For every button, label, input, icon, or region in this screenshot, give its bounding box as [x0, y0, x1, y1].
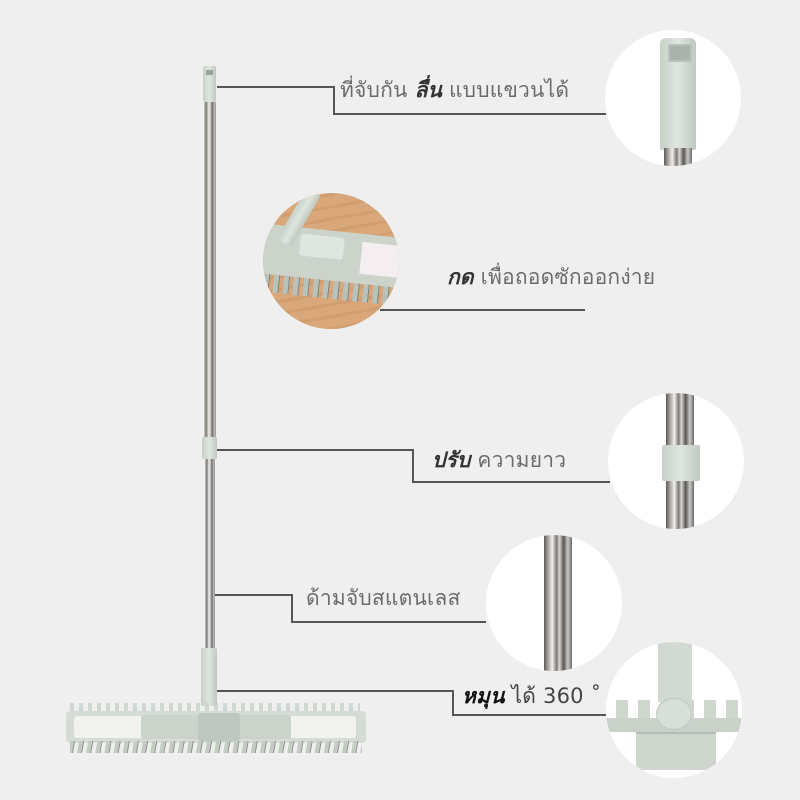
lower-pole	[205, 459, 215, 649]
feature-label-release: กด เพื่อถอดซักออกง่าย	[447, 267, 655, 288]
detail-circle-adjust-joint	[608, 393, 744, 529]
detail-circle-handle-cap	[605, 30, 741, 166]
hanging-cap-icon	[660, 38, 696, 150]
label-text: ความยาว	[470, 448, 567, 472]
label-text: ด้ามจับสแตนเลส	[306, 586, 461, 610]
detail-circle-stainless-pole	[486, 535, 622, 671]
collar-icon	[662, 445, 700, 481]
swivel-neck	[201, 648, 217, 706]
steel-pole-icon	[544, 535, 572, 671]
mop-head	[66, 703, 366, 753]
label-emphasis: หมุน	[462, 684, 505, 708]
label-emphasis: ปรับ	[432, 448, 471, 472]
detail-circle-mop-head	[263, 193, 399, 329]
upper-pole	[204, 102, 216, 437]
handle-cap	[203, 66, 216, 102]
feature-label-adjust: ปรับ ความยาว	[432, 450, 566, 471]
feature-label-handle: ที่จับกัน ลื่น แบบแขวนได้	[340, 80, 569, 101]
feature-label-rotate: หมุน ได้ 360 ˚	[462, 686, 601, 707]
label-text: แบบแขวนได้	[442, 78, 570, 102]
label-text: ได้ 360 ˚	[504, 684, 602, 708]
label-text: เพื่อถอดซักออกง่าย	[473, 265, 656, 289]
detail-circle-swivel	[606, 642, 742, 778]
feature-label-stainless: ด้ามจับสแตนเลส	[306, 588, 461, 609]
label-emphasis: กด	[447, 265, 474, 289]
label-emphasis: ลื่น	[414, 78, 443, 102]
length-adjust-collar	[202, 437, 217, 459]
swivel-knob-icon	[656, 698, 692, 730]
label-text: ที่จับกัน	[340, 78, 415, 102]
